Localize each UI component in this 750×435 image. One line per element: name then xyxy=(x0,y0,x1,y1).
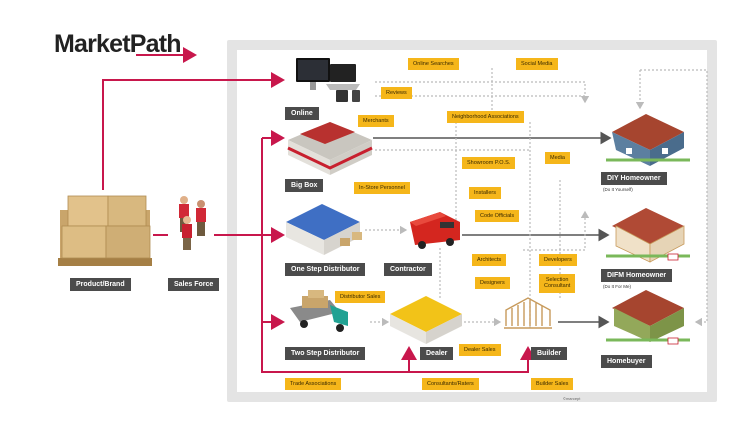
label-contractor: Contractor xyxy=(384,263,432,276)
tag-consultants-raters: Consultants/Raters xyxy=(422,378,479,391)
tag-architects: Architects xyxy=(472,254,507,267)
label-one-step-distributor: One Step Distributor xyxy=(285,263,366,276)
label-difm-homeowner: DIFM Homeowner xyxy=(601,269,673,282)
channel-frame xyxy=(227,40,717,402)
tag-builder-sales: Builder Sales xyxy=(531,378,574,391)
difm-house-illustration xyxy=(606,208,690,263)
tag-distributor-sales: Distributor Sales xyxy=(335,291,386,304)
label-big-box: Big Box xyxy=(285,179,324,192)
label-diy-sub: (Do It Yourself) xyxy=(603,187,633,192)
label-sales-force: Sales Force xyxy=(168,278,220,291)
tag-reviews: Reviews xyxy=(381,87,412,100)
tag-social-media: Social Media xyxy=(516,58,558,71)
copyright-text: ©marcept xyxy=(563,396,581,401)
diy-house-illustration xyxy=(606,114,690,166)
tag-media: Media xyxy=(545,152,570,165)
sales-force-illustration xyxy=(179,196,206,250)
label-online: Online xyxy=(285,107,319,120)
tag-showroom-pos: Showroom P.O.S. xyxy=(462,157,516,170)
tag-selection-line2: Consultant xyxy=(544,283,571,290)
tag-selection-line1: Selection xyxy=(545,277,569,283)
tag-trade-associations: Trade Associations xyxy=(285,378,342,391)
label-product-brand: Product/Brand xyxy=(70,278,131,291)
label-dealer: Dealer xyxy=(420,347,454,360)
homebuyer-house-illustration xyxy=(606,290,690,345)
two-step-distributor-illustration xyxy=(290,290,348,332)
tag-online-searches: Online Searches xyxy=(408,58,459,71)
label-two-step-distributor: Two Step Distributor xyxy=(285,347,366,360)
tag-in-store-personnel: In-Store Personnel xyxy=(354,182,410,195)
contractor-illustration xyxy=(410,212,460,249)
tag-installers: Installers xyxy=(469,187,502,200)
online-illustration xyxy=(296,58,360,102)
product-brand-illustration xyxy=(58,195,152,266)
tag-merchants: Merchants xyxy=(358,115,394,128)
big-box-illustration xyxy=(287,122,373,175)
tag-neighborhood-associations: Neighborhood Associations xyxy=(447,111,524,124)
brand-title: MarketPath xyxy=(54,30,182,58)
label-difm-sub: (Do It For Me) xyxy=(603,284,632,289)
tag-code-officials: Code Officials xyxy=(475,210,520,223)
gray-flows xyxy=(373,131,612,329)
label-diy-homeowner: DIY Homeowner xyxy=(601,172,667,185)
builder-illustration xyxy=(504,297,552,329)
dealer-illustration xyxy=(390,296,462,344)
influence-lines xyxy=(365,68,708,330)
tag-developers: Developers xyxy=(539,254,577,267)
one-step-distributor-illustration xyxy=(286,204,362,255)
tag-designers: Designers xyxy=(475,277,510,290)
label-homebuyer: Homebuyer xyxy=(601,355,652,368)
red-flows xyxy=(102,72,536,373)
label-builder: Builder xyxy=(531,347,568,360)
tag-dealer-sales: Dealer Sales xyxy=(459,344,501,357)
